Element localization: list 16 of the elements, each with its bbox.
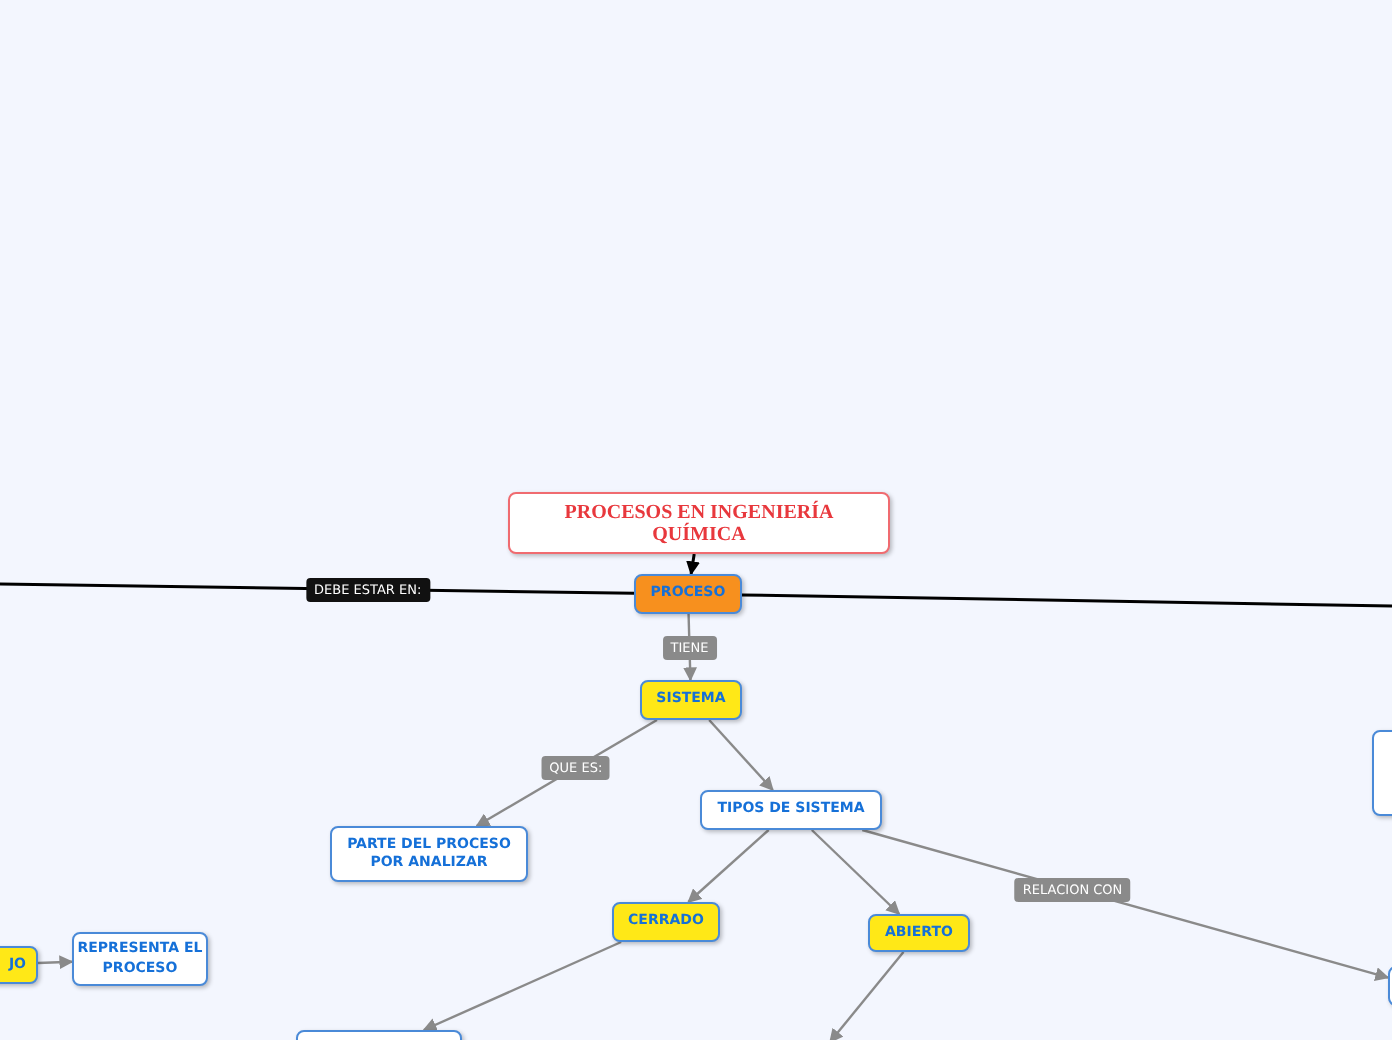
concept-box — [868, 914, 970, 952]
title-box — [508, 492, 890, 554]
connector-arrow — [708, 719, 774, 792]
connector-arrow — [422, 940, 622, 1032]
process-box — [634, 574, 742, 614]
node-text: PROCESOS EN INGENIERÍA QUÍMICA — [562, 501, 836, 545]
concept-box — [700, 790, 882, 830]
concept-box — [330, 826, 528, 882]
concept-box — [640, 680, 742, 720]
connector-arrow — [810, 829, 901, 915]
concept-box — [72, 932, 208, 986]
concept-box — [612, 902, 720, 942]
connector-arrow — [687, 829, 770, 903]
connector-arrow — [829, 951, 905, 1040]
connector-arrow — [686, 553, 700, 576]
connector-arrow — [37, 955, 74, 970]
